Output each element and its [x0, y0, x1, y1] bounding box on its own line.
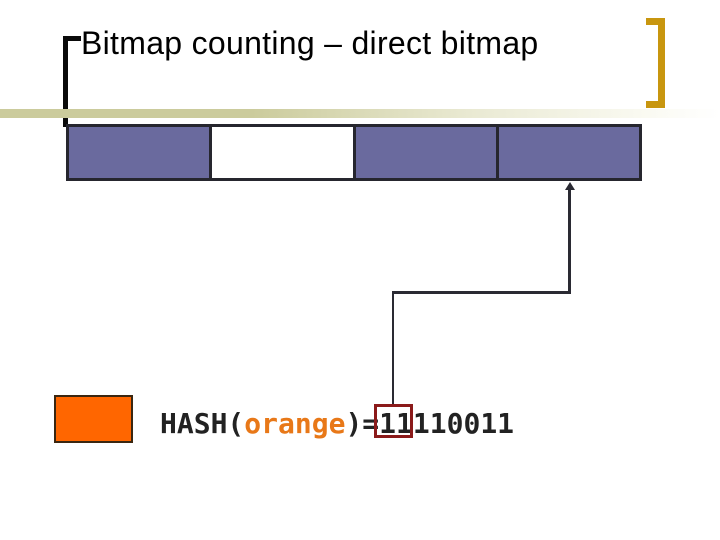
bit-cell-1 — [69, 127, 210, 178]
bit-cell-3 — [352, 127, 496, 178]
gold-right-bracket-stem — [658, 18, 665, 108]
hash-prefix: HASH( — [160, 406, 245, 440]
hash-bits-rest: 110011 — [412, 406, 515, 440]
connector-line-horizontal — [392, 291, 571, 294]
bitmap-bar — [66, 124, 642, 181]
gold-right-bracket-bottom-stub — [646, 101, 665, 108]
title-underline-band — [0, 109, 720, 118]
title-left-bracket-stub — [63, 36, 81, 41]
highlighted-bits-box — [374, 404, 413, 438]
hash-argument: orange — [244, 406, 346, 440]
hash-bits-boxed: 11 — [379, 406, 413, 440]
gold-right-bracket-top-stub — [646, 18, 665, 25]
hash-suffix: )= — [345, 406, 380, 440]
bit-cell-4 — [495, 127, 639, 178]
bit-cell-2 — [209, 127, 353, 178]
title-left-bracket-stem — [63, 36, 68, 127]
slide-title: Bitmap counting – direct bitmap — [81, 25, 539, 61]
arrowhead-up-icon — [565, 182, 575, 190]
connector-line-vertical-thin — [392, 293, 394, 407]
connector-line-vertical — [568, 185, 571, 293]
orange-legend-swatch — [54, 395, 133, 443]
